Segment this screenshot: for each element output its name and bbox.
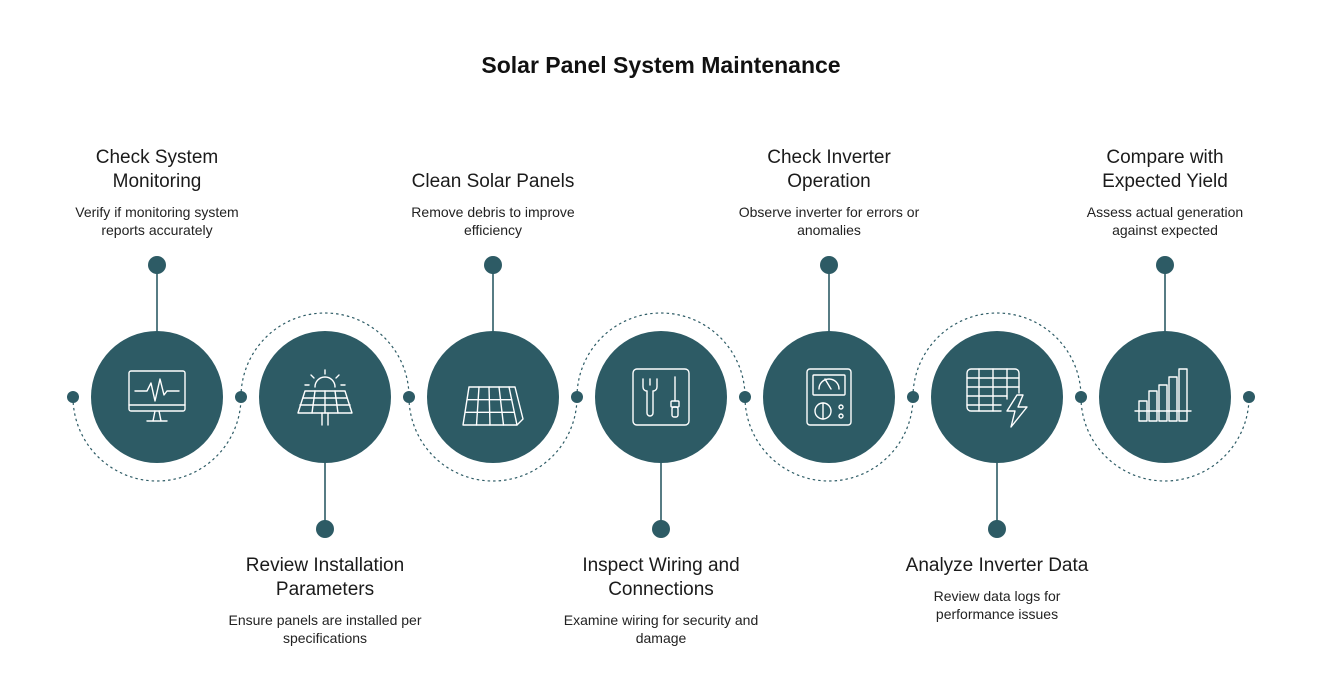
step-3-title: Clean Solar Panels [411,171,575,192]
monitor-waveform-icon [128,370,186,422]
junction-dot [571,391,583,403]
step-4-description: Examine wiring for security and damage [563,612,759,646]
step-circles [91,331,1231,463]
step-6-text: Analyze Inverter Data Review data logs f… [877,554,1117,623]
step-circle-6 [931,331,1063,463]
dashed-arc-5 [744,396,914,482]
step-1-title: Check System Monitoring [95,147,219,192]
connector-dot-1 [148,256,166,274]
step-circle-1 [91,331,223,463]
diagram-title: Solar Panel System Maintenance [481,52,841,78]
connector-dot-3 [484,256,502,274]
step-7-description: Assess actual generation against expecte… [1086,204,1244,238]
step-3-description: Remove debris to improve efficiency [411,204,575,238]
step-2-text: Review Installation Parameters Ensure pa… [205,554,445,647]
step-circle-7 [1099,331,1231,463]
step-7-text: Compare with Expected Yield Assess actua… [1045,146,1285,239]
junction-dot [403,391,415,403]
dashed-arcs [72,312,1250,482]
solar-panel-icon [462,386,524,426]
step-6-description: Review data logs for performance issues [933,588,1061,622]
inverter-meter-icon [806,368,852,426]
dashed-arc-1 [72,396,242,482]
connector-dot-7 [1156,256,1174,274]
step-6-title: Analyze Inverter Data [905,555,1089,576]
step-4-title: Inspect Wiring and Connections [582,555,740,600]
step-2-description: Ensure panels are installed per specific… [228,612,422,646]
step-1-description: Verify if monitoring system reports accu… [75,204,239,238]
step-3-text: Clean Solar Panels Remove debris to impr… [373,170,613,239]
junction-dot [907,391,919,403]
connector-dot-4 [652,520,670,538]
junction-dot [235,391,247,403]
step-5-description: Observe inverter for errors or anomalies [738,204,920,238]
step-7-title: Compare with Expected Yield [1102,147,1228,192]
step-1-text: Check System Monitoring Verify if monito… [37,146,277,239]
dashed-arc-2 [240,312,410,398]
dashed-arc-4 [576,312,746,398]
connectors [156,265,1166,529]
step-5-text: Check Inverter Operation Observe inverte… [709,146,949,239]
step-circle-5 [763,331,895,463]
step-2-title: Review Installation Parameters [245,555,405,600]
connector-dot-2 [316,520,334,538]
junction-dot [1075,391,1087,403]
junction-dot [1243,391,1255,403]
connector-dot-6 [988,520,1006,538]
junction-dot [67,391,79,403]
junction-dots [67,391,1255,403]
data-table-bolt-icon [966,368,1028,428]
connector-dot-5 [820,256,838,274]
wrench-screwdriver-icon [632,368,690,426]
connector-dots [148,256,1174,538]
solar-panel-sun-icon [297,369,353,426]
step-5-title: Check Inverter Operation [767,147,891,192]
bar-chart-icon [1134,368,1192,422]
dashed-arc-7 [1080,396,1250,482]
dashed-arc-6 [912,312,1082,398]
dashed-arc-3 [408,396,578,482]
junction-dot [739,391,751,403]
step-circle-3 [427,331,559,463]
step-circle-4 [595,331,727,463]
step-4-text: Inspect Wiring and Connections Examine w… [541,554,781,647]
